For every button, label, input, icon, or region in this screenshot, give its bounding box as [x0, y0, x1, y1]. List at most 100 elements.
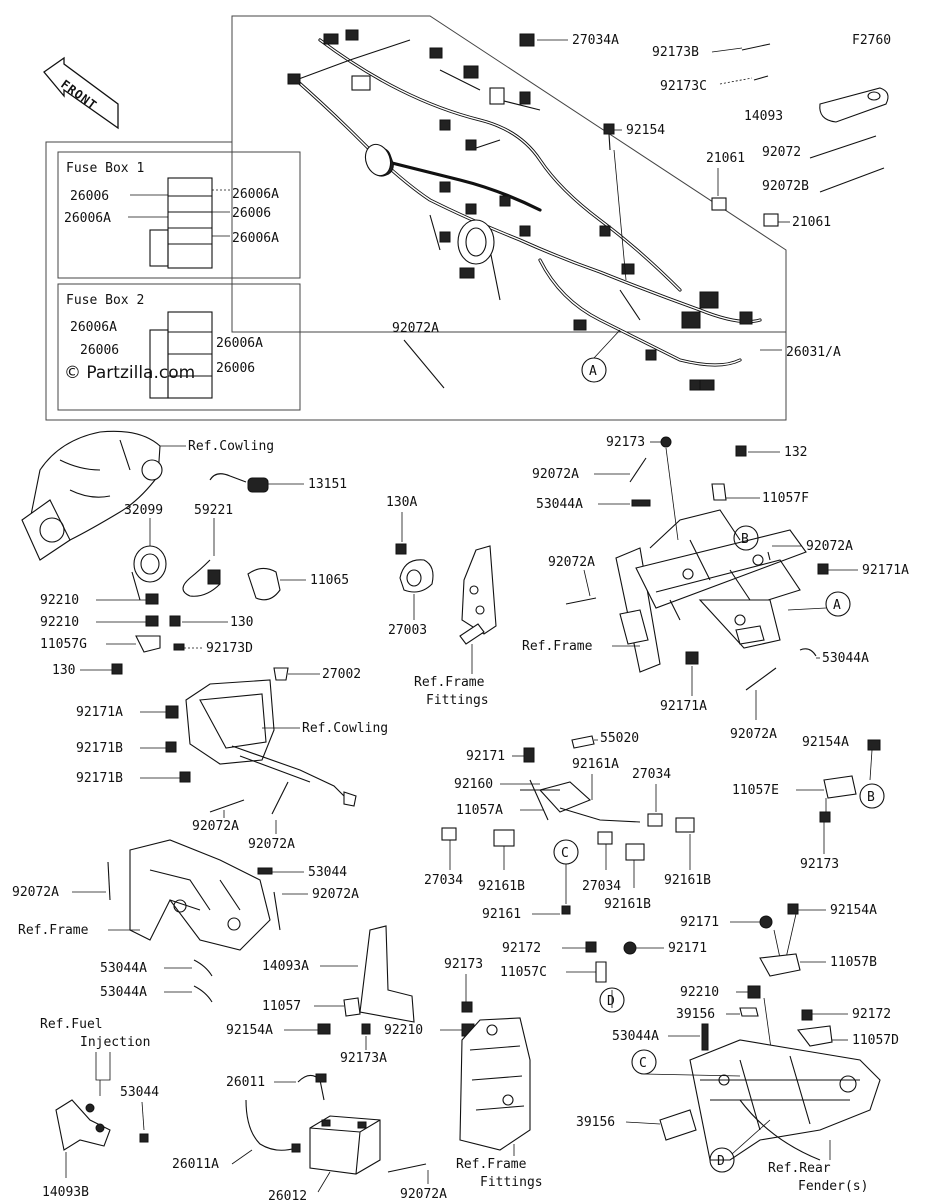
callout-D-b2: D [717, 1154, 725, 1169]
label-14093: 14093 [744, 109, 783, 124]
label-11065: 11065 [310, 573, 349, 588]
label-132: 132 [784, 445, 807, 460]
bracket-11057D [796, 1025, 833, 1047]
label-59221: 59221 [194, 503, 233, 518]
battery-case [459, 1017, 531, 1151]
label-27003: 27003 [388, 623, 427, 638]
label-92171-b2: 92171 [668, 941, 707, 956]
label-92072A-bb: 92072A [400, 1187, 447, 1200]
horn-32099 [133, 545, 167, 583]
label-ref-frame-fittings-2b: Fittings [480, 1175, 543, 1190]
label-53044A-br: 53044A [612, 1029, 659, 1044]
label-92072A-tr: 92072A [532, 467, 579, 482]
label-130-b: 130 [52, 663, 75, 678]
label-21061-a: 21061 [706, 151, 745, 166]
label-11057G: 11057G [40, 637, 87, 652]
bracket-14093B [55, 1099, 111, 1151]
frame-fittings-bracket [459, 545, 497, 645]
label-ref-frame-fittings-1a: Ref.Frame [414, 675, 485, 690]
fuse-box-1-title: Fuse Box 1 [66, 161, 144, 176]
label-11057: 11057 [262, 999, 301, 1014]
connector-13151 [209, 473, 269, 493]
label-92171A-tr: 92171A [862, 563, 909, 578]
label-11057F: 11057F [762, 491, 809, 506]
bolt-92154 [603, 123, 615, 151]
label-26031A: 26031/A [786, 345, 841, 360]
label-92210-br: 92210 [680, 985, 719, 1000]
label-92210-a: 92210 [40, 593, 79, 608]
label-92173B: 92173B [652, 45, 699, 60]
label-ref-rear-a: Ref.Rear [768, 1161, 831, 1176]
label-92154: 92154 [626, 123, 665, 138]
label-53044-bl: 53044 [120, 1085, 159, 1100]
label-ref-frame-fittings-1b: Fittings [426, 693, 489, 708]
fuse-26006A-c: 26006A [232, 231, 279, 246]
label-11057B: 11057B [830, 955, 877, 970]
label-27034-m3: 27034 [582, 879, 621, 894]
label-ref-cowling-1: Ref.Cowling [188, 439, 274, 454]
label-11057A: 11057A [456, 803, 503, 818]
label-92072A-tr2: 92072A [806, 539, 853, 554]
label-92161B-c: 92161B [664, 873, 711, 888]
label-26011A: 26011A [172, 1157, 219, 1172]
clamp-14093 [819, 87, 889, 123]
fuse-26006A-b: 26006A [232, 187, 279, 202]
fuse-box-1: Fuse Box 1 26006 26006A 26006A 26006 260… [57, 151, 301, 279]
label-26011: 26011 [226, 1075, 265, 1090]
label-ref-fuel-b: Injection [80, 1035, 150, 1050]
label-27002: 27002 [322, 667, 361, 682]
relay-bracket [520, 779, 641, 823]
fuse2-26006A-a: 26006A [70, 320, 117, 335]
label-ref-fuel-a: Ref.Fuel [40, 1017, 103, 1032]
rear-fender-assembly [689, 1039, 881, 1161]
fuse-26006-a: 26006 [70, 189, 109, 204]
label-27034-m1: 27034 [632, 767, 671, 782]
label-ref-frame-l: Ref.Frame [18, 923, 89, 938]
callout-B-r: B [867, 790, 875, 805]
label-92173C: 92173C [660, 79, 707, 94]
fuse2-26006-b: 26006 [216, 361, 255, 376]
label-53044: 53044 [308, 865, 347, 880]
harness-assembly-frame [45, 16, 787, 421]
fuse-box-2: Fuse Box 2 26006A 26006 26006A 26006 [57, 283, 301, 411]
callout-D-b: D [607, 994, 615, 1009]
cable-26011A [245, 1099, 301, 1153]
label-27034A: 27034A [572, 33, 619, 48]
label-11057E: 11057E [732, 783, 779, 798]
label-14093A: 14093A [262, 959, 309, 974]
callout-A-tr: A [833, 598, 841, 613]
headlight-bracket [185, 667, 357, 807]
label-53044A-tr: 53044A [536, 497, 583, 512]
label-13151: 13151 [308, 477, 347, 492]
label-92173A: 92173A [340, 1051, 387, 1066]
label-130A: 130A [386, 495, 417, 510]
callout-B-tr: B [741, 532, 749, 547]
fuse-box-2-title: Fuse Box 2 [66, 293, 144, 308]
label-27034-m2: 27034 [424, 873, 463, 888]
label-55020: 55020 [600, 731, 639, 746]
lower-left-frame [107, 839, 281, 951]
label-53044A-l2: 53044A [100, 985, 147, 1000]
label-92072A-l2: 92072A [248, 837, 295, 852]
label-39156-b: 39156 [576, 1115, 615, 1130]
label-11057D: 11057D [852, 1033, 899, 1048]
label-92072A-ll: 92072A [12, 885, 59, 900]
label-92072: 92072 [762, 145, 801, 160]
label-92171-m: 92171 [466, 749, 505, 764]
label-11057C: 11057C [500, 965, 547, 980]
label-92154A-r: 92154A [802, 735, 849, 750]
plate-14093A [359, 925, 415, 1023]
label-ref-frame-tr: Ref.Frame [522, 639, 593, 654]
label-92172-br: 92172 [852, 1007, 891, 1022]
label-92072A-l1: 92072A [192, 819, 239, 834]
fuse-26006-b: 26006 [232, 206, 271, 221]
label-92072A-tr3: 92072A [548, 555, 595, 570]
callout-C-m: C [561, 846, 569, 861]
label-53044A-tr2: 53044A [822, 651, 869, 666]
label-39156-a: 39156 [676, 1007, 715, 1022]
label-92072A-top: 92072A [392, 321, 439, 336]
label-92161A: 92161A [572, 757, 619, 772]
label-92171-b: 92171 [680, 915, 719, 930]
label-ref-frame-fittings-2a: Ref.Frame [456, 1157, 527, 1172]
